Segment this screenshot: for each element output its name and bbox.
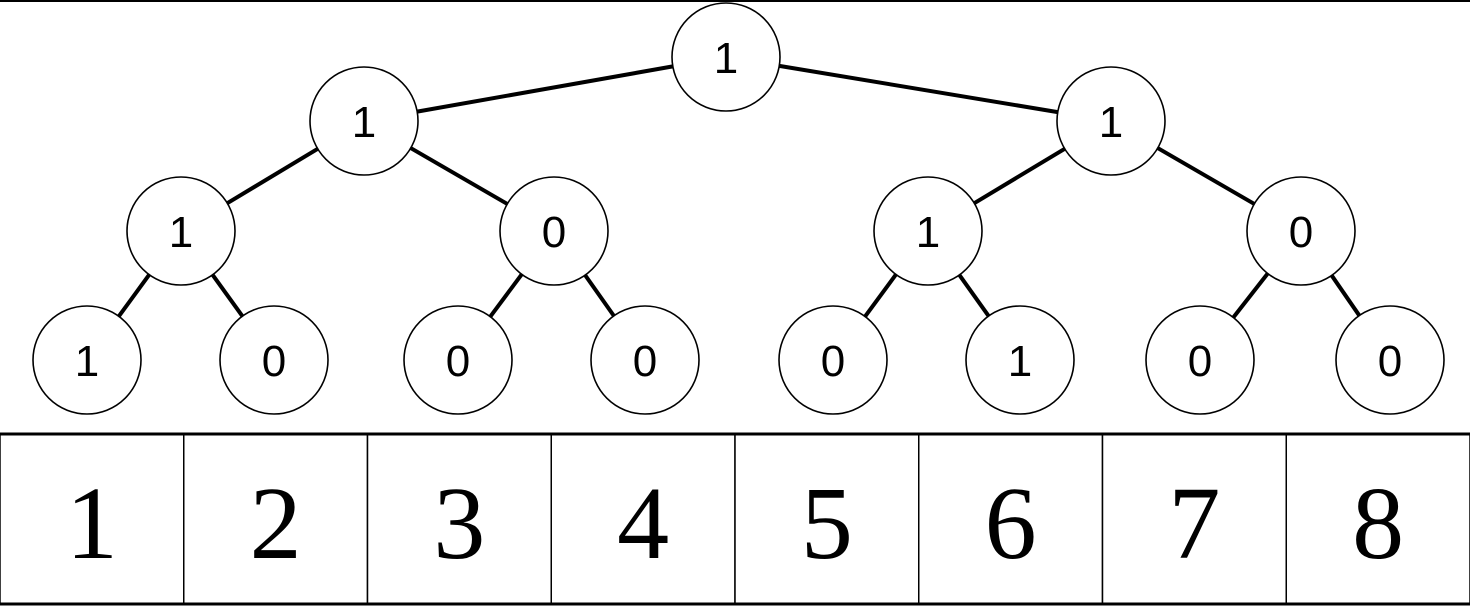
node-value: 1: [916, 208, 940, 257]
cell-border: [918, 433, 1104, 605]
node-value: 0: [1378, 337, 1402, 386]
node-circle: [1145, 305, 1255, 415]
cell-index: 8: [1352, 466, 1404, 581]
array-cell: 5: [734, 433, 920, 605]
tree-edge: [1231, 272, 1270, 319]
tree-node: 0: [1246, 176, 1356, 286]
tree-edge: [416, 64, 674, 114]
tree-node: 0: [219, 305, 329, 415]
node-value: 1: [75, 337, 99, 386]
node-value: 0: [633, 337, 657, 386]
node-circle: [1056, 66, 1166, 176]
array-cell: 7: [1101, 433, 1287, 605]
tree-edge: [863, 273, 898, 318]
tree-node: 1: [965, 305, 1075, 415]
tree-edge: [957, 273, 991, 318]
cell-border: [366, 433, 552, 605]
node-circle: [778, 305, 888, 415]
cell-border: [734, 433, 920, 605]
tree-edge: [210, 273, 245, 318]
tree-node: 1: [126, 176, 236, 286]
node-circle: [965, 305, 1075, 415]
index-array: 1 2 3 4 5 6 7 8: [0, 432, 1470, 606]
cell-index: 5: [801, 466, 853, 581]
tree-node: 1: [671, 2, 781, 112]
node-value: 0: [1188, 337, 1212, 386]
node-circle: [499, 176, 609, 286]
array-cell: 8: [1285, 433, 1470, 605]
node-value: 0: [821, 337, 845, 386]
node-value: 1: [169, 208, 193, 257]
tree-edges: [117, 63, 1361, 319]
tree-edge: [226, 147, 319, 205]
tree-node: 0: [1335, 305, 1445, 415]
tree-node: 1: [32, 305, 142, 415]
node-circle: [309, 66, 419, 176]
tree-edge: [117, 273, 151, 318]
node-value: 1: [1099, 98, 1123, 147]
node-circle: [873, 176, 983, 286]
array-cell: 1: [0, 433, 185, 605]
tree-node: 0: [590, 305, 700, 415]
node-circle: [590, 305, 700, 415]
array-cell: 4: [550, 433, 736, 605]
tree-edge: [973, 147, 1066, 205]
node-circle: [1335, 305, 1445, 415]
node-value: 0: [542, 208, 566, 257]
node-circle: [126, 176, 236, 286]
tree-edge: [488, 273, 524, 318]
array-cell: 2: [183, 433, 369, 605]
tree-node: 1: [1056, 66, 1166, 176]
cell-index: 6: [985, 466, 1037, 581]
cell-border: [1101, 433, 1287, 605]
tree-node: 1: [873, 176, 983, 286]
tree-edge: [1156, 146, 1256, 206]
node-value: 0: [446, 337, 470, 386]
tree-edge: [583, 273, 616, 318]
tree-edge: [778, 63, 1059, 115]
node-circle: [671, 2, 781, 112]
node-circle: [32, 305, 142, 415]
array-cell: 3: [366, 433, 552, 605]
node-value: 1: [714, 34, 738, 83]
cell-index: 1: [66, 466, 118, 581]
cell-index: 3: [433, 466, 485, 581]
node-value: 0: [1289, 208, 1313, 257]
cell-index: 4: [617, 466, 669, 581]
tree-edge: [1330, 274, 1361, 317]
cell-index: 2: [250, 466, 302, 581]
node-value: 1: [352, 98, 376, 147]
array-cell: 6: [918, 433, 1104, 605]
tree-node: 0: [499, 176, 609, 286]
node-value: 0: [262, 337, 286, 386]
tree-node: 0: [778, 305, 888, 415]
node-circle: [1246, 176, 1356, 286]
node-circle: [403, 305, 513, 415]
tree-node: 0: [403, 305, 513, 415]
tree-node: 0: [1145, 305, 1255, 415]
node-circle: [219, 305, 329, 415]
cell-border: [550, 433, 736, 605]
tree-node: 1: [309, 66, 419, 176]
cell-index: 7: [1168, 466, 1220, 581]
cell-border: [0, 433, 185, 605]
tree-edge: [409, 146, 509, 206]
tree-nodes: 1 1 1 1 0 1 0 1 0 0 0 0 1 0 0: [32, 2, 1445, 415]
node-value: 1: [1008, 337, 1032, 386]
